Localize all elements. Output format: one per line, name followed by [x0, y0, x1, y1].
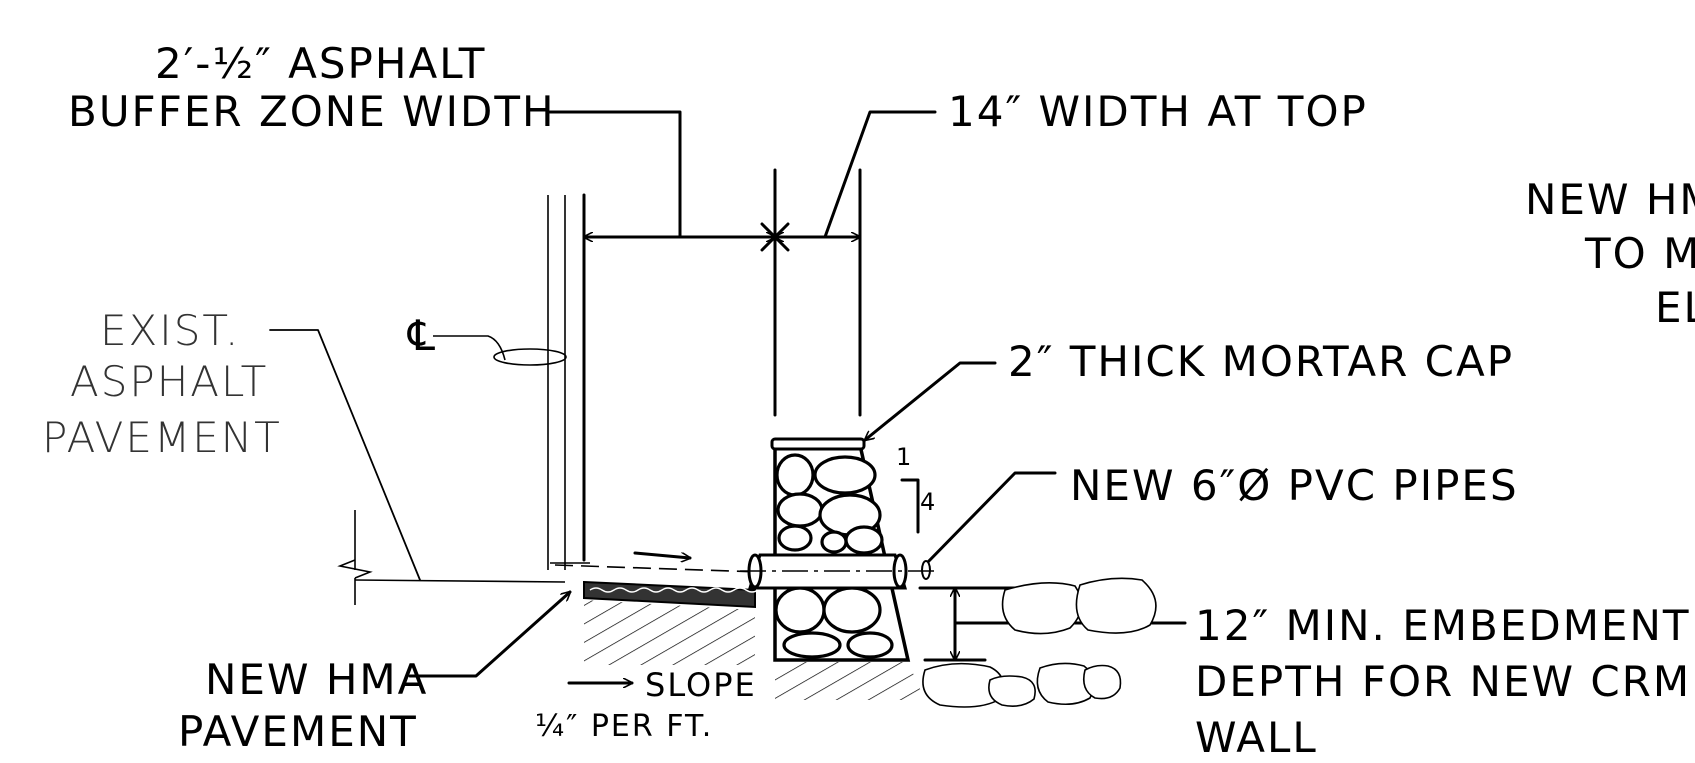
width-at-top-label: 14″ WIDTH AT TOP [948, 87, 1368, 136]
new-hma-line2: PAVEMENT [178, 707, 418, 756]
slope-line1: SLOPE [645, 666, 757, 704]
centerline-leader [433, 335, 506, 361]
pvc-leader [923, 471, 1057, 567]
new-hma-line1: NEW HMA [205, 655, 428, 704]
new-hma-partial-line2: TO MA [1584, 229, 1695, 278]
hma-aggregate-texture [589, 587, 759, 593]
stone [777, 524, 813, 552]
centerline-tag-ellipse [493, 348, 567, 366]
exist-pavement-leader [269, 329, 421, 581]
buffer-label-line2: BUFFER ZONE WIDTH [68, 87, 556, 136]
exist-line3: PAVEMENT [42, 413, 282, 462]
slope-line2: ¼″ PER FT. [535, 709, 713, 744]
stone [844, 525, 884, 555]
stone [846, 631, 894, 659]
mortar-cap-label: 2″ THICK MORTAR CAP [1008, 337, 1514, 386]
existing-pavement-surface [354, 579, 566, 583]
centerline-symbol: ℄ [407, 311, 437, 360]
stone [820, 530, 848, 554]
stone [782, 631, 842, 659]
stone [774, 586, 826, 634]
rock [1001, 582, 1083, 635]
stone [813, 455, 877, 495]
exist-line1: EXIST. [100, 306, 240, 355]
slope-label: SLOPE ¼″ PER FT. [535, 666, 757, 744]
pvc-pipe [740, 553, 935, 590]
mortar-cap-leader [865, 361, 997, 440]
new-hma-pavement [583, 580, 759, 665]
new-hma-partial-label: NEW HMA TO MA EL [1525, 175, 1695, 332]
slope-reference-line [554, 564, 761, 573]
stone [775, 453, 815, 497]
pvc-pipe-outlet [921, 560, 931, 580]
mortar-cap [770, 437, 866, 451]
batter-ratio-1: 1 [896, 443, 913, 471]
existing-pavement [337, 510, 590, 605]
buffer-label-line1: 2′-½″ ASPHALT [155, 39, 486, 88]
rock [1036, 662, 1095, 706]
rock [988, 675, 1036, 707]
existing-pavement-label: EXIST. ASPHALT PAVEMENT [42, 306, 282, 462]
stone [822, 586, 882, 634]
subgrade-hatch-left [584, 600, 755, 665]
riprap-rocks [922, 577, 1157, 708]
rock [1075, 577, 1157, 634]
subgrade-hatch-wall [775, 662, 925, 700]
embed-line2: DEPTH FOR NEW CRM [1195, 657, 1691, 706]
batter-indicator [900, 478, 920, 534]
pvc-pipes-label: NEW 6″Ø PVC PIPES [1070, 461, 1519, 510]
embedment-label: 12″ MIN. EMBEDMENT DEPTH FOR NEW CRM WAL… [1195, 601, 1691, 762]
new-hma-leader [408, 592, 570, 678]
crm-wall [770, 437, 911, 662]
new-hma-partial-line1: NEW HMA [1525, 175, 1695, 224]
embed-line3: WALL [1195, 713, 1318, 762]
batter-ratio-4: 4 [920, 488, 937, 516]
new-hma-partial-line3: EL [1655, 283, 1695, 332]
stone [776, 492, 824, 528]
dimension-tick-2 [760, 222, 790, 252]
embed-line1: 12″ MIN. EMBEDMENT [1195, 601, 1691, 650]
new-hma-pavement-label: NEW HMA PAVEMENT [178, 655, 428, 756]
rock [1082, 664, 1122, 700]
width-top-leader [823, 110, 937, 239]
slope-indicator-arrow [633, 551, 692, 558]
break-symbol [337, 559, 373, 579]
buffer-leader [548, 110, 682, 239]
buffer-zone-label: 2′-½″ ASPHALT BUFFER ZONE WIDTH [68, 39, 556, 136]
exist-line2: ASPHALT [70, 357, 268, 406]
